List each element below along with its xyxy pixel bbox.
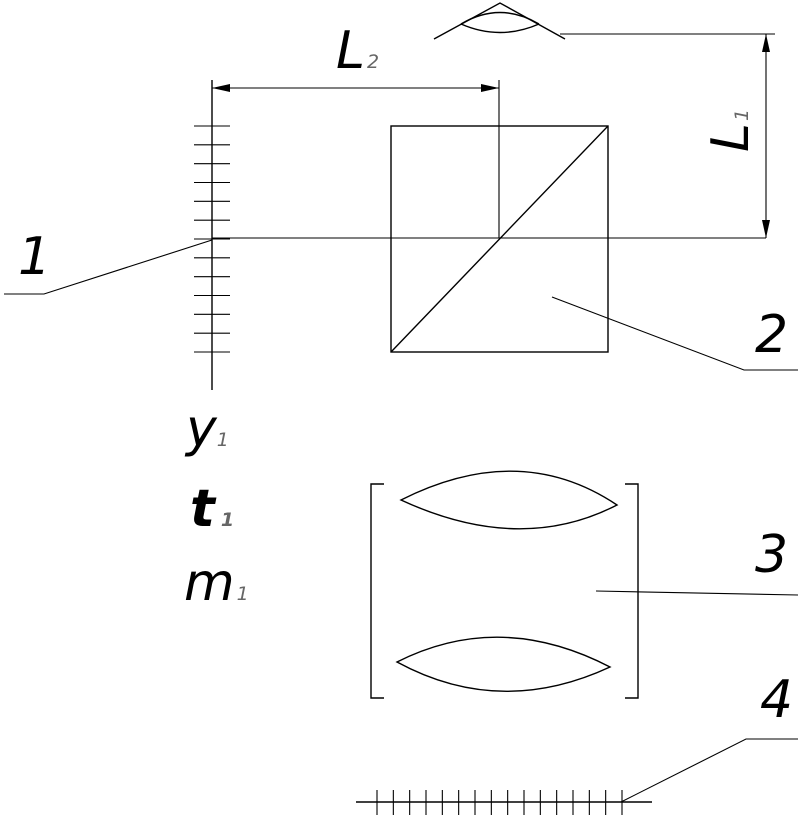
left-bracket xyxy=(370,483,384,699)
scale-1 xyxy=(194,80,230,390)
callout-1: 1 xyxy=(18,227,51,287)
objective-lens xyxy=(370,470,639,699)
upper-lens xyxy=(399,470,619,530)
dimension-l2 xyxy=(212,80,500,238)
leader-4 xyxy=(620,738,798,803)
l1-arrow-bottom xyxy=(762,220,770,238)
leader-3 xyxy=(595,590,799,596)
label-l1: L1 xyxy=(701,109,761,152)
callout-4: 4 xyxy=(760,670,793,730)
cube-diagonal xyxy=(390,125,609,353)
label-y1: y1 xyxy=(184,399,229,459)
cube-outline xyxy=(390,125,609,353)
callout-3: 3 xyxy=(755,525,788,585)
lower-lens xyxy=(395,636,612,692)
beam-splitter-cube xyxy=(390,125,609,353)
leader-2 xyxy=(551,296,798,371)
l2-arrow-right xyxy=(481,84,499,92)
leader-1 xyxy=(4,239,213,295)
eye-icon xyxy=(433,2,566,40)
l1-arrow-top xyxy=(762,34,770,52)
scale-4 xyxy=(356,790,652,815)
dimension-l1 xyxy=(560,33,775,238)
right-bracket xyxy=(625,483,639,699)
l2-arrow-left xyxy=(212,84,230,92)
callout-2: 2 xyxy=(755,305,788,365)
